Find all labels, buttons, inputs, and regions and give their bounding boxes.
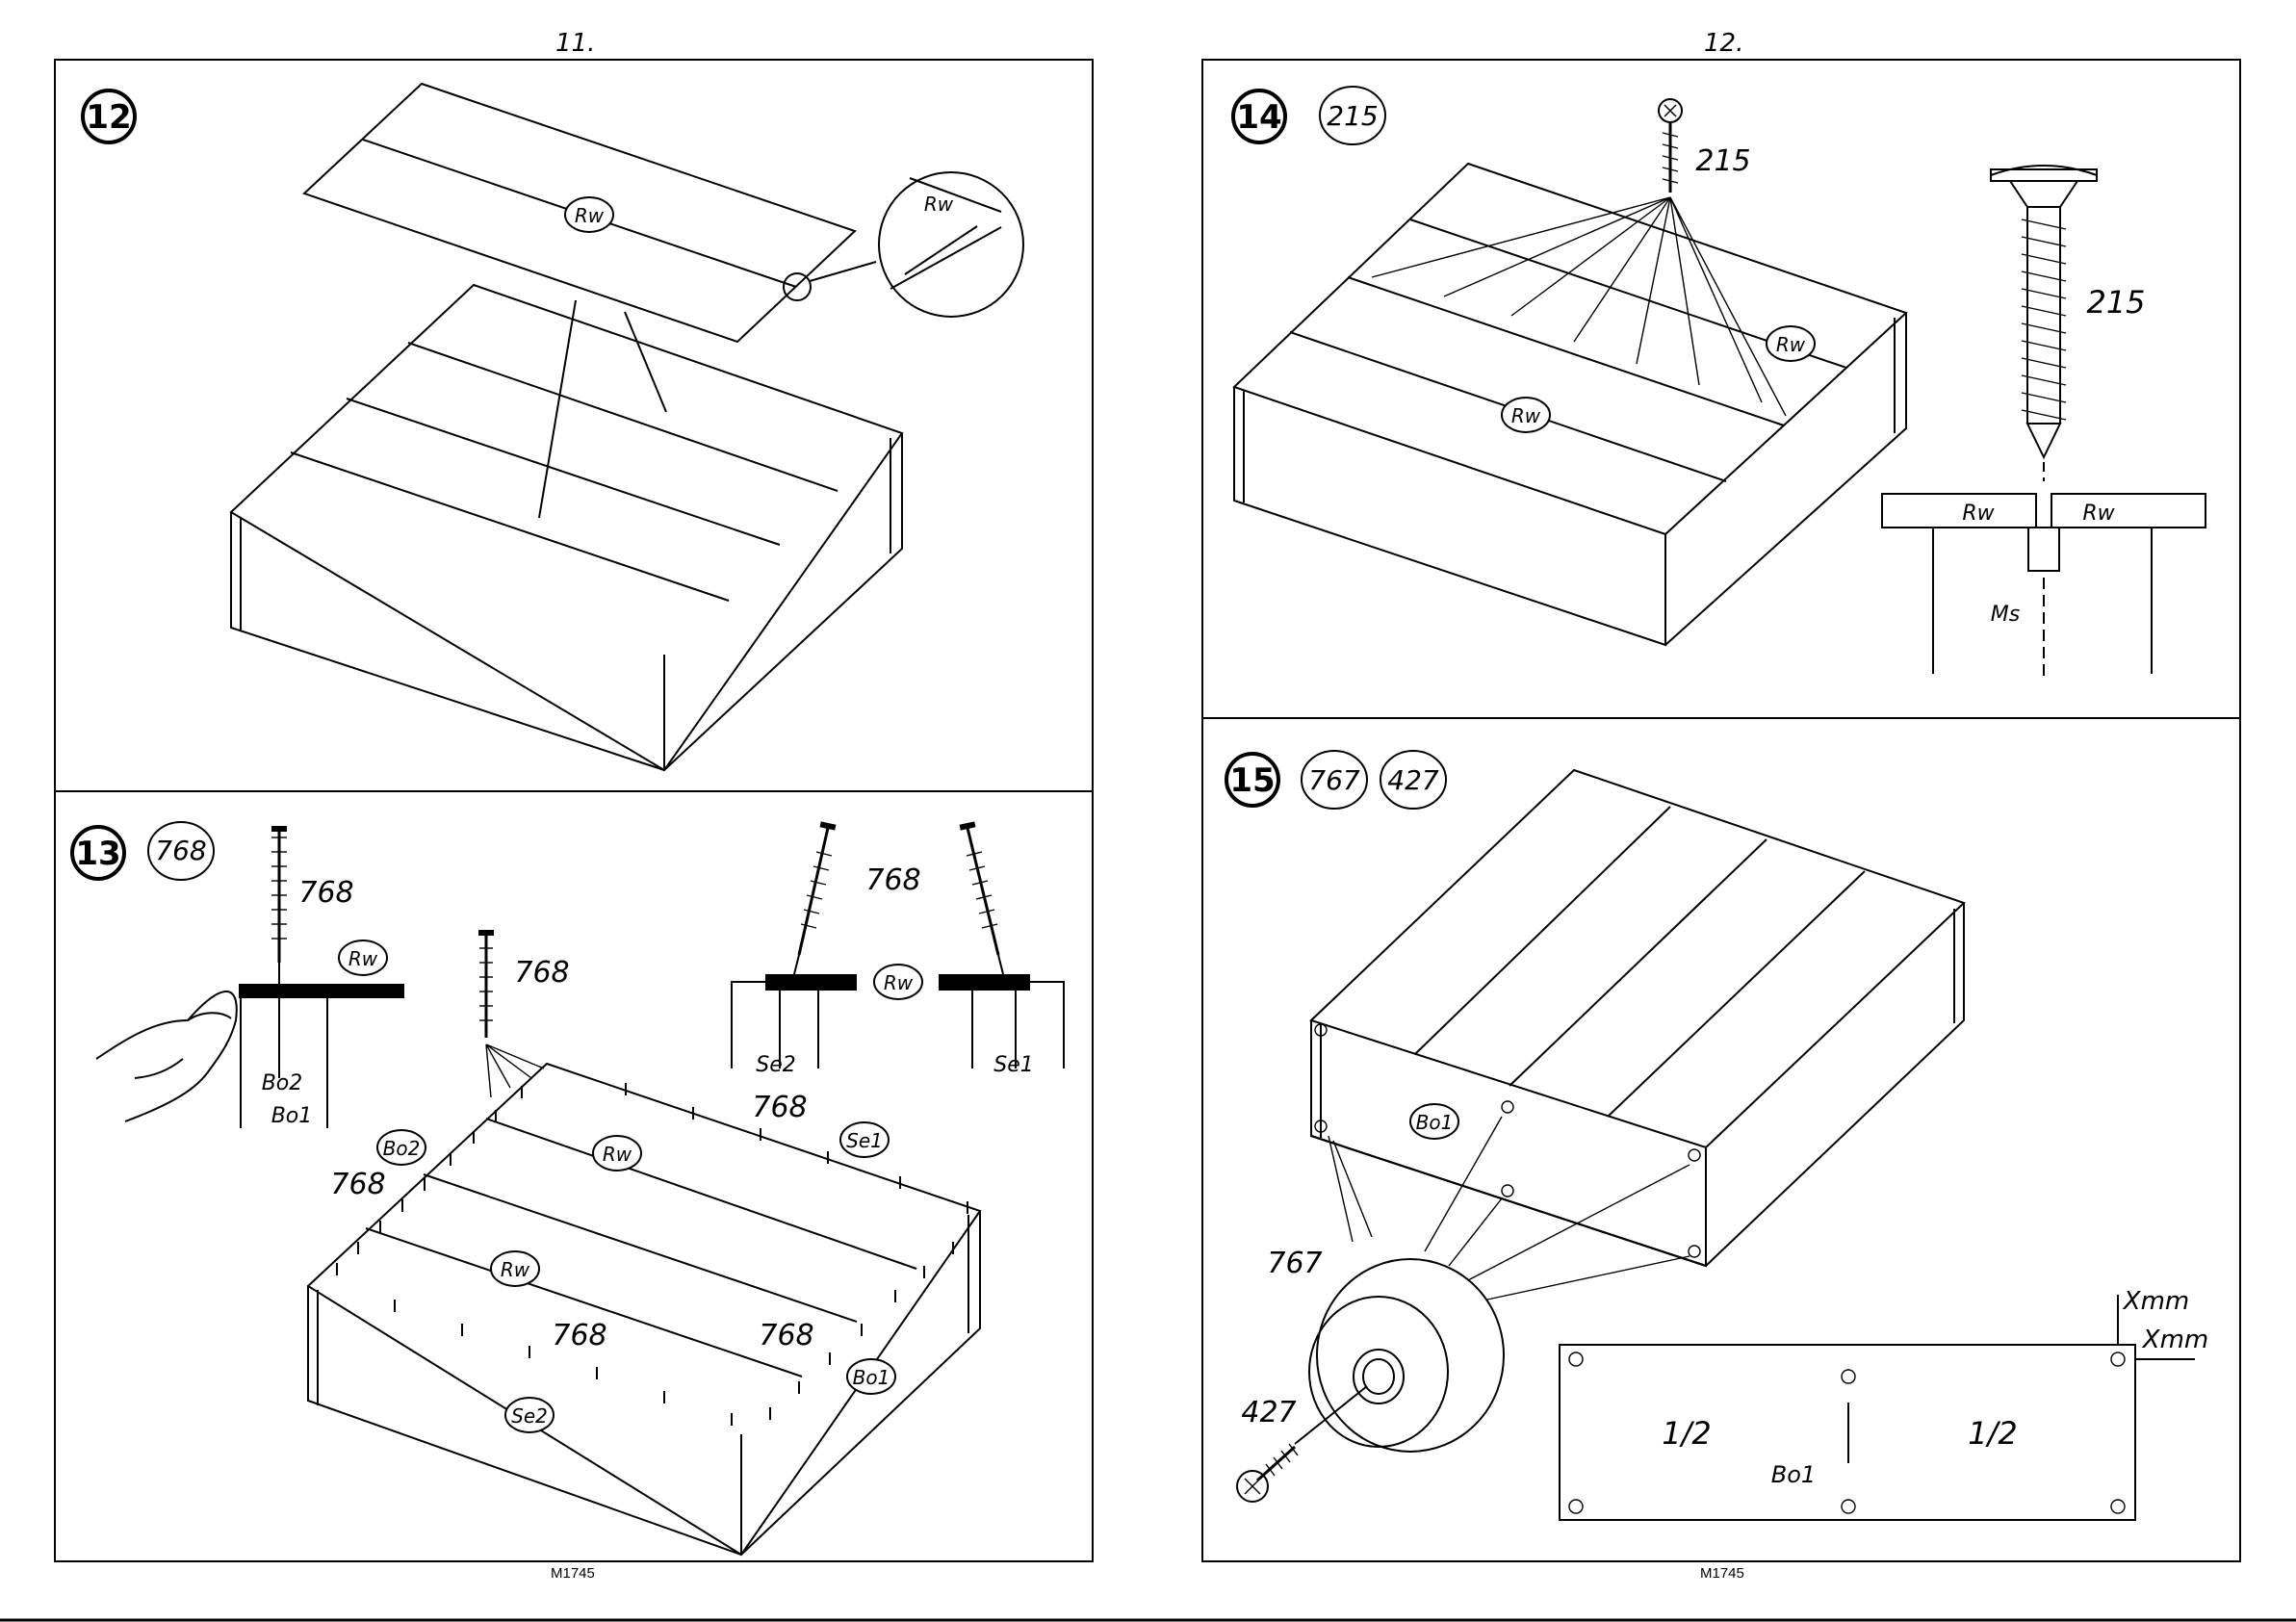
bo1-label-a: Bo1 — [271, 1104, 313, 1128]
rw-section-left — [1882, 494, 2036, 528]
right-page-frame — [1202, 60, 2240, 1561]
se2-board-b — [765, 974, 857, 991]
plan-glides — [1569, 1352, 2125, 1513]
rw-label-14d: Rw — [2082, 502, 2115, 526]
glide-leaders — [1329, 1117, 1690, 1300]
slat-15-3 — [1608, 871, 1865, 1117]
se1-board-b — [939, 974, 1030, 991]
bo1-label-15a: Bo1 — [1416, 1111, 1454, 1134]
rw-detail-label: Rw — [924, 193, 954, 216]
slat-15-2 — [1509, 839, 1767, 1086]
carcass-14-side — [1665, 313, 1906, 645]
step-14-panel: 14 215 215 Rw R — [1233, 87, 2206, 679]
top-slat-2 — [347, 399, 780, 545]
glide-disc — [1317, 1259, 1504, 1452]
qty-768-a: 768 — [298, 876, 353, 910]
qty-427: 427 — [1241, 1396, 1296, 1429]
se1-label-b: Se1 — [846, 1129, 883, 1152]
thumb-illustration — [96, 991, 237, 1121]
carcass-15-side — [1706, 903, 1964, 1266]
slat-13-2 — [424, 1174, 857, 1322]
rw-section-right — [2051, 494, 2206, 528]
glide-positions — [1315, 1024, 1700, 1257]
detail-edge-slope — [905, 226, 977, 274]
qty-768-c: 768 — [514, 956, 569, 990]
qty-767: 767 — [1267, 1247, 1322, 1280]
part-427-label: 427 — [1387, 764, 1439, 796]
step-14-number: 14 — [1236, 98, 1281, 137]
bo1-label-15b: Bo1 — [1771, 1461, 1816, 1488]
ms-label: Ms — [1991, 603, 2020, 627]
rw-label-14a: Rw — [1776, 333, 1806, 356]
rw-label-c: Rw — [603, 1143, 632, 1166]
qty-215-b: 215 — [2086, 284, 2145, 321]
rw-label-d: Rw — [501, 1258, 530, 1281]
nail-a-head — [271, 826, 287, 832]
xmm-label-a: Xmm — [2122, 1287, 2189, 1316]
se2-label-a: Se2 — [756, 1053, 796, 1077]
qty-768-f: 768 — [552, 1319, 606, 1352]
large-screw — [1991, 166, 2097, 457]
qty-768-g: 768 — [759, 1319, 813, 1352]
slat-15-1 — [1415, 807, 1670, 1054]
carcass-15-front — [1311, 1020, 1706, 1266]
step-15-number: 15 — [1229, 761, 1275, 800]
screw-427 — [1237, 1444, 1298, 1502]
slat-13-3 — [366, 1228, 802, 1377]
se2-label-b: Se2 — [511, 1404, 548, 1428]
nail-b-shank — [799, 828, 828, 955]
nail-pointer: 768 — [478, 930, 570, 1097]
qty-768-e: 768 — [330, 1168, 385, 1201]
half-left: 1/2 — [1662, 1415, 1712, 1452]
glide-disc-face — [1309, 1297, 1448, 1447]
rw-board-a — [239, 984, 404, 998]
drop-line-a — [539, 300, 576, 518]
slat-14-2 — [1348, 277, 1784, 425]
nail-detail-a: Rw 768 Bo2 Bo1 — [96, 826, 404, 1128]
qty-768-b: 768 — [865, 863, 920, 897]
qty-215-a: 215 — [1695, 144, 1750, 178]
step-12-panel: 12 Rw Rw — [83, 84, 1023, 770]
bo2-label-b: Bo2 — [383, 1137, 421, 1160]
qty-768-d: 768 — [752, 1091, 807, 1124]
detail-edge-low — [890, 227, 1001, 289]
step-15-panel: 15 767 427 Bo1 — [1226, 751, 2208, 1520]
carcass-14-front — [1234, 387, 1665, 645]
rw-label-14b: Rw — [1511, 404, 1541, 427]
bo2-label-a: Bo2 — [262, 1071, 303, 1095]
part-215-label: 215 — [1327, 100, 1378, 132]
rw-label-14c: Rw — [1962, 502, 1995, 526]
nail-detail-b: Rw 768 Se2 Se1 — [732, 821, 1064, 1077]
step-13-panel: 13 768 Rw 768 Bo2 Bo1 — [72, 821, 1064, 1555]
half-right: 1/2 — [1968, 1415, 2018, 1452]
xmm-label-b: Xmm — [2141, 1326, 2208, 1354]
top-slat-3 — [291, 452, 729, 601]
carcass-15-top — [1311, 770, 1964, 1147]
bo1-label-b: Bo1 — [853, 1366, 890, 1389]
part-767-label: 767 — [1308, 764, 1360, 796]
rw-label-b: Rw — [884, 971, 914, 994]
rw-label: Rw — [575, 204, 605, 227]
se1-label-a: Se1 — [993, 1053, 1034, 1077]
detail-marker — [784, 273, 811, 300]
step-13-number: 13 — [75, 835, 120, 873]
rw-label-a: Rw — [348, 947, 378, 970]
step-12-number: 12 — [86, 98, 131, 137]
part-768-label: 768 — [155, 835, 206, 866]
pilot-hole — [2028, 528, 2059, 571]
drop-line-b — [625, 312, 666, 412]
top-slat-1 — [408, 343, 838, 491]
nail-c-shank — [967, 828, 998, 955]
